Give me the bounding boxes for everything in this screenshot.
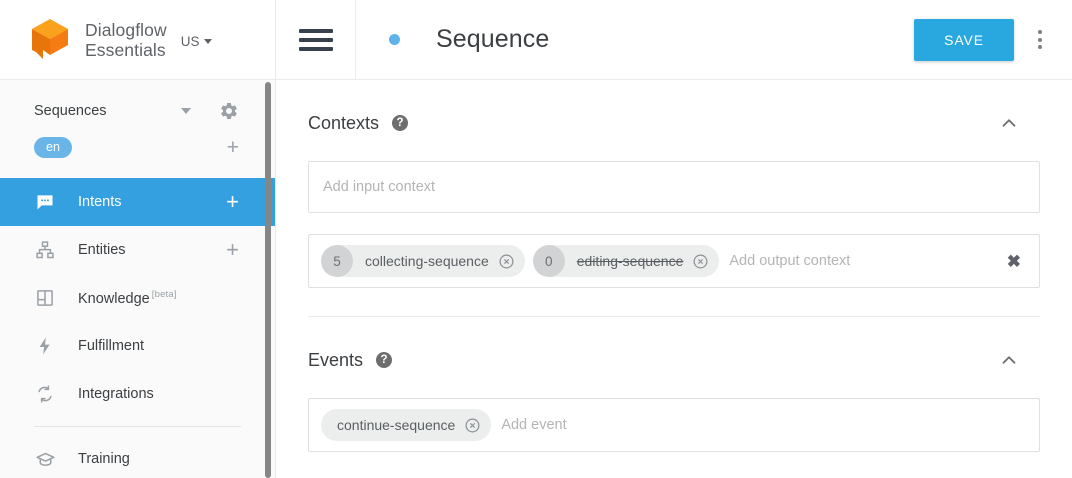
help-question-icon[interactable]: ? (392, 115, 409, 131)
sidebar-item-intents[interactable]: Intents + (0, 178, 275, 226)
chevron-up-icon[interactable] (998, 349, 1020, 371)
sidebar-item-label: Integrations (78, 386, 154, 402)
sidebar-item-label: Entities (78, 242, 126, 258)
agent-name: Sequences (34, 103, 107, 119)
page-title: Sequence (436, 25, 550, 53)
sidebar-divider (34, 426, 241, 427)
input-context-field[interactable]: Add input context (308, 161, 1040, 213)
events-field[interactable]: continue-sequence Add event (308, 398, 1040, 452)
brand-title: Dialogflow Essentials (85, 20, 167, 60)
status-dot (389, 34, 400, 45)
knowledge-book-icon (34, 288, 56, 308)
entities-hierarchy-icon (34, 240, 56, 260)
clear-all-x-icon[interactable]: ✖ (1006, 251, 1021, 271)
add-entity-plus-icon[interactable]: + (226, 237, 239, 262)
add-language-plus-icon[interactable]: + (226, 135, 239, 159)
events-header: Events ? (308, 343, 1040, 377)
chip-label: collecting-sequence (365, 253, 489, 269)
sidebar-item-fulfillment[interactable]: Fulfillment (0, 322, 275, 370)
help-question-icon[interactable]: ? (376, 352, 393, 368)
events-section: Events ? continue-sequence Add event (308, 317, 1040, 452)
region-label: US (180, 34, 200, 49)
language-row: en + (0, 130, 275, 164)
brand-line-1: Dialogflow (85, 19, 167, 40)
output-context-placeholder: Add output context (729, 253, 851, 269)
output-context-chip[interactable]: 0 editing-sequence (532, 245, 720, 277)
dialogflow-cube-logo (28, 17, 72, 63)
event-chip[interactable]: continue-sequence (321, 409, 492, 441)
contexts-header: Contexts ? (308, 106, 1040, 140)
agent-selector[interactable]: Sequences (0, 92, 275, 130)
main-area: Sequence SAVE Contexts ? Add input conte… (276, 0, 1072, 478)
contexts-section: Contexts ? Add input context 5 collectin… (308, 80, 1040, 317)
chip-lifespan-count[interactable]: 5 (321, 245, 353, 277)
sidebar-item-label: Fulfillment (78, 338, 145, 354)
sidebar-item-label: Training (78, 451, 130, 467)
caret-down-icon[interactable] (181, 108, 191, 114)
output-context-chip[interactable]: 5 collecting-sequence (321, 245, 525, 277)
sidebar-item-knowledge[interactable]: Knowledge[beta] (0, 274, 275, 322)
chevron-up-icon[interactable] (998, 112, 1020, 134)
gear-icon[interactable] (219, 101, 239, 121)
sidebar-item-entities[interactable]: Entities + (0, 226, 275, 274)
fulfillment-bolt-icon (34, 336, 56, 356)
region-selector[interactable]: US (181, 30, 212, 49)
chip-remove-icon[interactable] (464, 417, 481, 434)
caret-down-icon (203, 39, 212, 44)
add-intent-plus-icon[interactable]: + (226, 189, 239, 214)
sidebar-scrollbar[interactable] (265, 82, 271, 478)
sidebar-item-label: Knowledge[beta] (78, 289, 177, 307)
chip-remove-icon[interactable] (692, 253, 709, 270)
sidebar-item-integrations[interactable]: Integrations (0, 370, 275, 418)
output-context-field[interactable]: 5 collecting-sequence 0 editing-sequence (308, 234, 1040, 288)
brand-line-2: Essentials (85, 39, 166, 60)
section-title: Events (308, 349, 364, 370)
save-button[interactable]: SAVE (914, 18, 1014, 61)
section-title: Contexts (308, 112, 380, 133)
input-context-placeholder: Add input context (323, 179, 436, 195)
brand-header[interactable]: Dialogflow Essentials US (0, 0, 275, 80)
beta-badge: [beta] (151, 289, 177, 301)
kebab-more-vert-icon[interactable] (1014, 30, 1066, 49)
chip-remove-icon[interactable] (498, 253, 515, 270)
hamburger-menu-icon[interactable] (276, 0, 356, 80)
training-graduation-cap-icon (34, 449, 56, 470)
sidebar: Dialogflow Essentials US Sequences en + (0, 0, 276, 478)
hamburger-bars (298, 24, 333, 56)
top-bar: Sequence SAVE (276, 0, 1072, 80)
intents-chat-icon (34, 192, 56, 212)
section-divider (308, 316, 1040, 317)
chip-label: editing-sequence (576, 253, 684, 269)
chip-lifespan-count[interactable]: 0 (532, 245, 565, 277)
sidebar-item-training[interactable]: Training (0, 435, 275, 478)
integrations-refresh-icon (34, 384, 56, 404)
chip-label: continue-sequence (337, 417, 456, 433)
sidebar-item-label: Intents (78, 194, 122, 210)
language-chip-en[interactable]: en (34, 136, 72, 158)
event-placeholder: Add event (501, 417, 567, 433)
intent-detail-content: Contexts ? Add input context 5 collectin… (276, 80, 1072, 478)
